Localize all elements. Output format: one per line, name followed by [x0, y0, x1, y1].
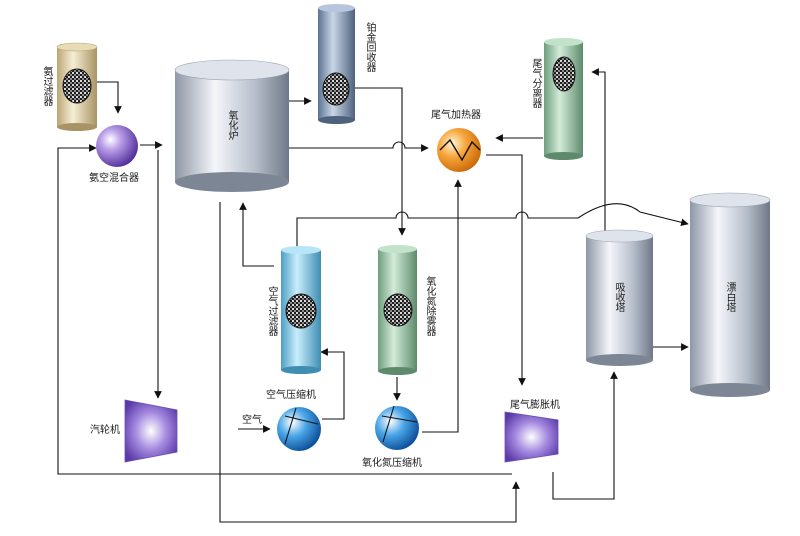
ammonia-air-mixer-label: 氨空混合器: [89, 173, 139, 184]
platinum-recovery-vessel: [318, 4, 355, 124]
nox-compressor-label: 氧化氮压缩机: [362, 458, 422, 469]
line-heater-to-expander: [486, 154, 526, 386]
ammonia-filter-vessel: [56, 42, 98, 131]
nox-demister-vessel: [378, 245, 417, 375]
tail-gas-heater-label: 尾气加热器: [431, 110, 481, 121]
bleaching-tower-label: 漂白塔: [724, 282, 735, 312]
line-furnace-to-heater: [289, 141, 429, 152]
tail-gas-separator-vessel: [544, 38, 583, 160]
air-compressor-sphere: [277, 407, 321, 451]
steam-turbine-shape: [124, 399, 178, 463]
line-airfilter-to-bleach: [296, 203, 689, 248]
line-expander-to-absorber: [552, 371, 618, 500]
ammonia-filter-label: 氨过滤器: [41, 66, 52, 106]
tail-gas-expander-label: 尾气膨胀机: [510, 400, 560, 411]
air-compressor-label: 空气压缩机: [266, 390, 316, 401]
line-platinum-to-demister: [355, 87, 406, 236]
air-filter-label: 空气过滤器: [266, 286, 277, 336]
line-filter-to-mixer: [97, 81, 122, 114]
flow-lines: [57, 68, 689, 523]
line-absorber-to-separator: [591, 68, 606, 237]
oxidation-furnace-label: 氧化炉: [226, 110, 237, 140]
tail-gas-heater-sphere: [437, 128, 481, 172]
air-inlet-label: 空气: [242, 415, 262, 426]
line-aircomp-to-airfilter: [320, 348, 345, 420]
tail-gas-separator-label: 尾气分离器: [530, 58, 541, 108]
line-airfilter-to-furnace: [239, 202, 274, 267]
line-noxcomp-to-heater: [422, 250, 459, 433]
line-furnace-to-expander: [219, 202, 520, 523]
nox-demister-label: 氧化氮除雾器: [424, 276, 435, 336]
line-return-to-mixer: [57, 144, 512, 475]
nox-compressor-sphere: [375, 405, 419, 450]
air-filter-vessel: [281, 246, 321, 374]
tail-gas-expander-shape: [504, 411, 559, 463]
absorption-tower-vessel: [585, 229, 654, 366]
oxidation-furnace-vessel: [174, 59, 290, 192]
platinum-recovery-label: 铂金回收器: [364, 22, 375, 72]
bleaching-tower-vessel: [689, 192, 771, 397]
absorption-tower-label: 吸收塔: [613, 282, 624, 312]
ammonia-air-mixer-sphere: [96, 125, 138, 167]
steam-turbine-label: 汽轮机: [90, 425, 120, 436]
